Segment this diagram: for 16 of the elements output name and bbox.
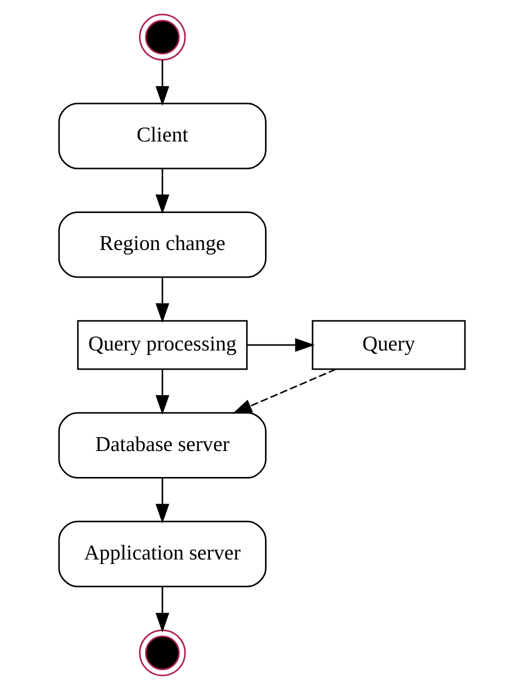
arrow bbox=[247, 338, 315, 352]
node-box: Database server bbox=[58, 412, 267, 479]
arrow bbox=[156, 277, 170, 323]
node-box: Query bbox=[312, 320, 466, 370]
node-box: Region change bbox=[58, 211, 267, 278]
node-box: Application server bbox=[58, 520, 267, 588]
node-circle bbox=[139, 14, 186, 61]
node-box: Client bbox=[58, 102, 267, 170]
node-box: Query processing bbox=[77, 320, 248, 370]
arrow bbox=[156, 60, 170, 106]
node-circle bbox=[139, 629, 186, 676]
arrow bbox=[232, 368, 336, 414]
arrow bbox=[156, 586, 170, 632]
arrow bbox=[156, 478, 170, 524]
arrow bbox=[156, 370, 170, 415]
arrow bbox=[156, 168, 170, 214]
